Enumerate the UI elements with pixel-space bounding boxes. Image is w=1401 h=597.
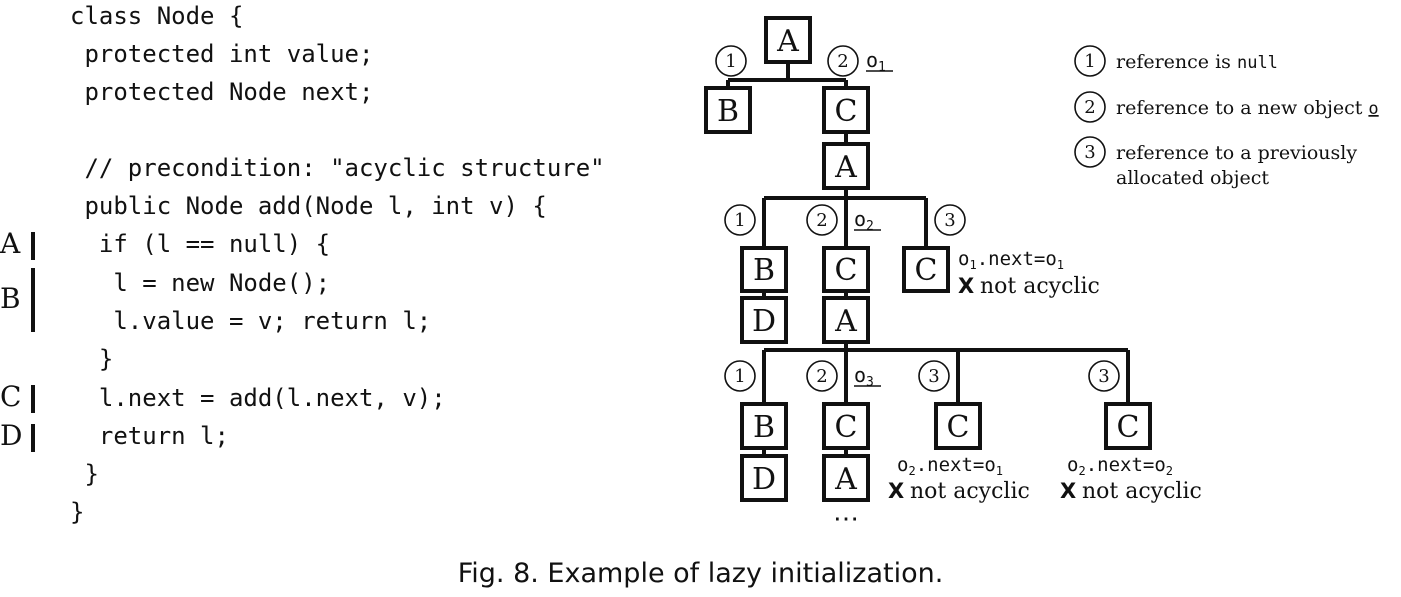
code-line: }: [70, 345, 114, 373]
node-box: [740, 296, 788, 344]
note-assignment: o2.next=o1: [897, 454, 1003, 478]
tree-nodes: A B C A B C C D A B C C C: [704, 16, 1152, 534]
legend-text: reference to a new object o: [1116, 97, 1379, 119]
branch-num: 3: [928, 366, 939, 387]
marker-d-bar: [31, 424, 35, 452]
legend-num: 1: [1084, 51, 1095, 72]
legend-num: 3: [1084, 142, 1095, 163]
node-label: C: [947, 410, 970, 445]
node-label: A: [776, 24, 799, 59]
note-assignment: o2.next=o2: [1067, 454, 1173, 478]
branch-circles: 1 2 1 2 3 1 2 3 3 1 2 3: [715, 45, 1120, 392]
node-box: [822, 246, 870, 293]
legend: reference is null reference to a new obj…: [1116, 51, 1379, 189]
object-label-o3: o3: [854, 363, 874, 390]
code-line: if (l == null) {: [70, 230, 331, 258]
figure-caption: Fig. 8. Example of lazy initialization.: [457, 558, 944, 589]
node-box: [902, 246, 950, 293]
node-box: [740, 454, 788, 502]
legend-num: 2: [1084, 97, 1095, 118]
branch-num: 1: [734, 366, 745, 387]
code-line: public Node add(Node l, int v) {: [70, 192, 547, 220]
marker-a-bar: [31, 232, 35, 260]
object-label-o2: o2: [854, 207, 874, 234]
node-label: C: [835, 253, 858, 288]
node-box: [934, 402, 982, 450]
not-acyclic-label: not acyclic: [980, 274, 1100, 299]
branch-num: 2: [816, 210, 827, 231]
node-box: [764, 16, 812, 64]
code-line: l = new Node();: [70, 269, 331, 297]
node-box: [1104, 402, 1152, 450]
node-label: C: [835, 410, 858, 445]
branch-num: 1: [725, 51, 736, 72]
node-box: [740, 402, 788, 450]
code-line: // precondition: "acyclic structure": [70, 154, 605, 182]
branch-num: 3: [1098, 366, 1109, 387]
not-acyclic-label: not acyclic: [1082, 479, 1202, 504]
cross-icon: X: [1060, 479, 1076, 503]
node-box: [822, 142, 870, 190]
node-box: [822, 86, 870, 134]
branch-num: 3: [944, 210, 955, 231]
code-line: protected Node next;: [70, 78, 374, 106]
node-label: B: [753, 253, 775, 288]
node-box: [740, 246, 788, 293]
node-label: D: [752, 304, 776, 339]
branch-num: 1: [734, 210, 745, 231]
node-label: A: [834, 150, 857, 185]
node-label: A: [834, 304, 857, 339]
node-box: [822, 296, 870, 344]
cross-icon: X: [888, 479, 904, 503]
node-label: C: [835, 94, 858, 129]
node-label: D: [752, 462, 776, 497]
node-box: [822, 402, 870, 450]
code-line: }: [70, 460, 99, 488]
marker-c-bar: [31, 385, 35, 413]
node-label: C: [1117, 410, 1140, 445]
code-line: }: [70, 498, 85, 526]
node-box: [822, 454, 870, 502]
node-label: B: [717, 94, 739, 129]
marker-b: B: [0, 282, 21, 315]
branch-num: 2: [837, 51, 848, 72]
not-acyclic-label: not acyclic: [910, 479, 1030, 504]
node-label: C: [915, 253, 938, 288]
code-listing: class Node { protected int value; protec…: [0, 0, 605, 570]
marker-c: C: [0, 380, 22, 413]
node-label: A: [834, 462, 857, 497]
legend-text: allocated object: [1116, 167, 1269, 189]
object-labels: o1 o2 o3: [854, 48, 893, 390]
marker-b-bar: [31, 268, 35, 332]
code-line: l.value = v; return l;: [70, 307, 432, 335]
code-line: class Node {: [70, 2, 244, 30]
marker-a: A: [0, 227, 21, 260]
note-assignment: o1.next=o1: [958, 248, 1064, 272]
cycle-notes: o1.next=o1 X not acyclic o2.next=o1 X no…: [888, 248, 1202, 504]
node-label: B: [753, 410, 775, 445]
cross-icon: X: [958, 274, 974, 298]
node-box: [704, 86, 752, 134]
marker-d: D: [0, 419, 23, 452]
legend-text: reference is null: [1116, 51, 1278, 73]
ellipsis: ⋯: [833, 504, 859, 534]
code-line: return l;: [70, 422, 229, 450]
legend-text: reference to a previously: [1116, 142, 1357, 164]
code-line: protected int value;: [70, 40, 374, 68]
object-label-o1: o1: [866, 48, 886, 75]
branch-num: 2: [816, 366, 827, 387]
code-line: l.next = add(l.next, v);: [70, 384, 446, 412]
